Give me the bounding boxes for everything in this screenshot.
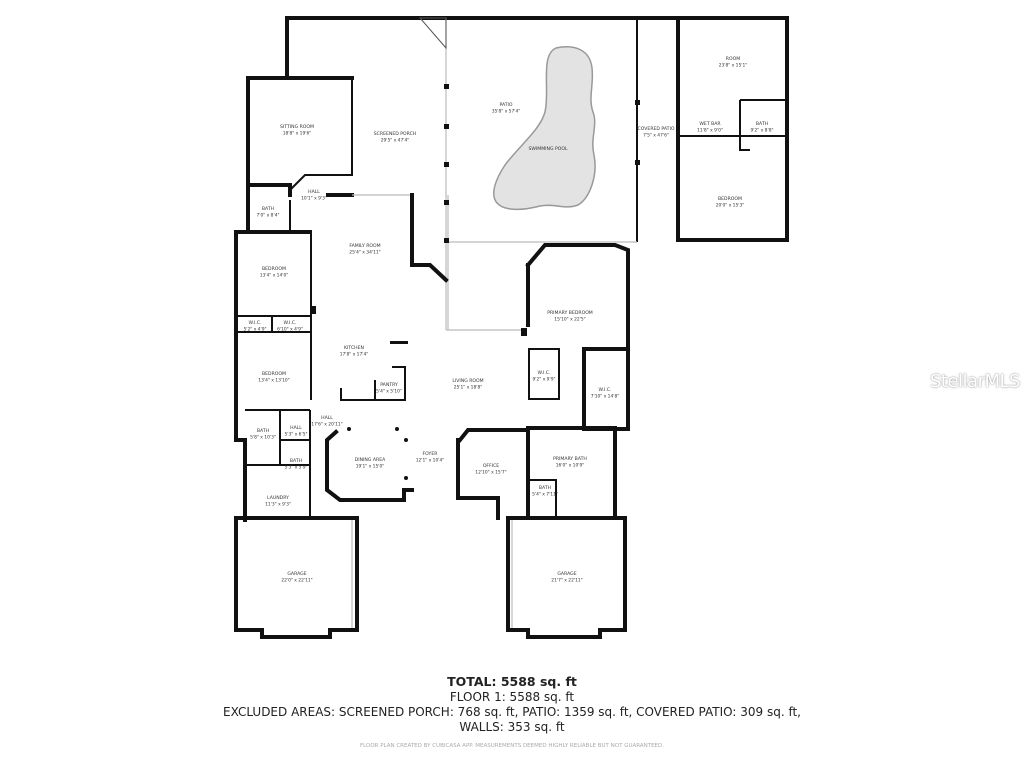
- stellarmls-watermark: StellarMLS: [930, 371, 1020, 392]
- room-dimensions: 13'4" x 13'10": [258, 378, 289, 384]
- room-dimensions: 21'7" x 22'11": [551, 578, 582, 584]
- room-name: DINING AREA: [355, 457, 386, 463]
- room-dimensions: 13'4" x 14'0": [260, 273, 289, 279]
- floor1-area: FLOOR 1: 5588 sq. ft: [449, 690, 575, 704]
- room-dimensions: 5'3" x 6'5": [284, 432, 307, 438]
- excluded-areas: EXCLUDED AREAS: SCREENED PORCH: 768 sq. …: [223, 705, 801, 719]
- room-dimensions: 7'10" x 14'8": [591, 394, 620, 400]
- room-dimensions: 23'8" x 15'1": [719, 63, 748, 69]
- room-name: W.I.C.: [284, 320, 297, 326]
- room-dimensions: 18'8" x 19'6": [283, 131, 312, 137]
- room-name: BEDROOM: [262, 371, 286, 377]
- room-dimensions: 10'1" x 9'3": [301, 196, 327, 202]
- room-dimensions: 12'1" x 10'4": [416, 458, 445, 464]
- room-name: FAMILY ROOM: [349, 243, 380, 249]
- room-name: BEDROOM: [262, 266, 286, 272]
- room-name: W.I.C.: [599, 387, 612, 393]
- room-name: BEDROOM: [718, 196, 742, 202]
- room-dimensions: 9'2" x 8'8": [750, 128, 773, 134]
- room-dimensions: 11'8" x 9'0": [697, 128, 723, 134]
- room-name: BATH: [262, 206, 274, 212]
- room-name: BATH: [290, 458, 302, 464]
- room-name: COVERED PATIO: [638, 126, 675, 132]
- room-name: PANTRY: [380, 382, 398, 388]
- room-name: W.I.C.: [249, 320, 262, 326]
- room-dimensions: 16'0" x 10'9": [556, 463, 585, 469]
- room-dimensions: 5'3" x 5'9": [284, 465, 307, 471]
- room-dimensions: 17'8" x 17'4": [340, 352, 369, 358]
- room-dimensions: 25'1" x 18'8": [454, 385, 483, 391]
- room-name: PRIMARY BATH: [553, 456, 587, 462]
- room-name: HALL: [290, 425, 302, 431]
- room-dimensions: 25'4" x 34'11": [349, 250, 380, 256]
- room-dimensions: 5'4" x 7'11": [532, 492, 558, 498]
- room-name: PRIMARY BEDROOM: [547, 310, 593, 316]
- room-name: LAUNDRY: [267, 495, 289, 501]
- room-dimensions: 19'1" x 15'0": [356, 464, 385, 470]
- room-name: GARAGE: [287, 571, 306, 577]
- room-dimensions: 9'2" x 9'9": [532, 377, 555, 383]
- room-dimensions: 29'5" x 47'4": [381, 138, 410, 144]
- room-name: W.I.C.: [538, 370, 551, 376]
- room-dimensions: 22'0" x 22'11": [281, 578, 312, 584]
- room-name: KITCHEN: [344, 345, 364, 351]
- room-dimensions: 12'10" x 15'7": [475, 470, 506, 476]
- room-name: SITTING ROOM: [280, 124, 314, 130]
- room-dimensions: 5'8" x 10'3": [250, 435, 276, 441]
- room-name: FOYER: [423, 451, 439, 457]
- room-name: BATH: [257, 428, 269, 434]
- room-dimensions: 7'0" x 8'4": [256, 213, 279, 219]
- room-name: SWIMMING POOL: [528, 146, 568, 152]
- room-name: SCREENED PORCH: [374, 131, 416, 137]
- room-name: HALL: [308, 189, 320, 195]
- room-name: ROOM: [726, 56, 740, 62]
- room-name: BATH: [756, 121, 768, 127]
- room-name: GARAGE: [557, 571, 576, 577]
- room-dimensions: 15'10" x 22'5": [554, 317, 585, 323]
- room-name: PATIO: [499, 102, 512, 108]
- room-name: WET BAR: [699, 121, 721, 127]
- room-dimensions: 6'10" x 4'9": [277, 327, 303, 333]
- room-name: OFFICE: [483, 463, 499, 469]
- room-dimensions: 7'5" x 47'6": [643, 133, 669, 139]
- room-dimensions: 11'3" x 9'3": [265, 502, 291, 508]
- room-dimensions: 5'4" x 5'10": [376, 389, 402, 395]
- disclaimer: FLOOR PLAN CREATED BY CUBICASA APP. MEAS…: [359, 743, 665, 749]
- room-name: BATH: [539, 485, 551, 491]
- swimming-pool-shape: [493, 46, 596, 211]
- room-name: HALL: [321, 415, 333, 421]
- walls-area: WALLS: 353 sq. ft: [459, 720, 565, 734]
- total-area: TOTAL: 5588 sq. ft: [447, 674, 577, 689]
- room-name: LIVING ROOM: [452, 378, 483, 384]
- room-dimensions: 17'6" x 20'11": [311, 422, 342, 428]
- room-dimensions: 5'2" x 4'9": [243, 327, 266, 333]
- walls: [234, 16, 789, 639]
- room-dimensions: 20'0" x 15'3": [716, 203, 745, 209]
- room-dimensions: 35'8" x 57'4": [492, 109, 521, 115]
